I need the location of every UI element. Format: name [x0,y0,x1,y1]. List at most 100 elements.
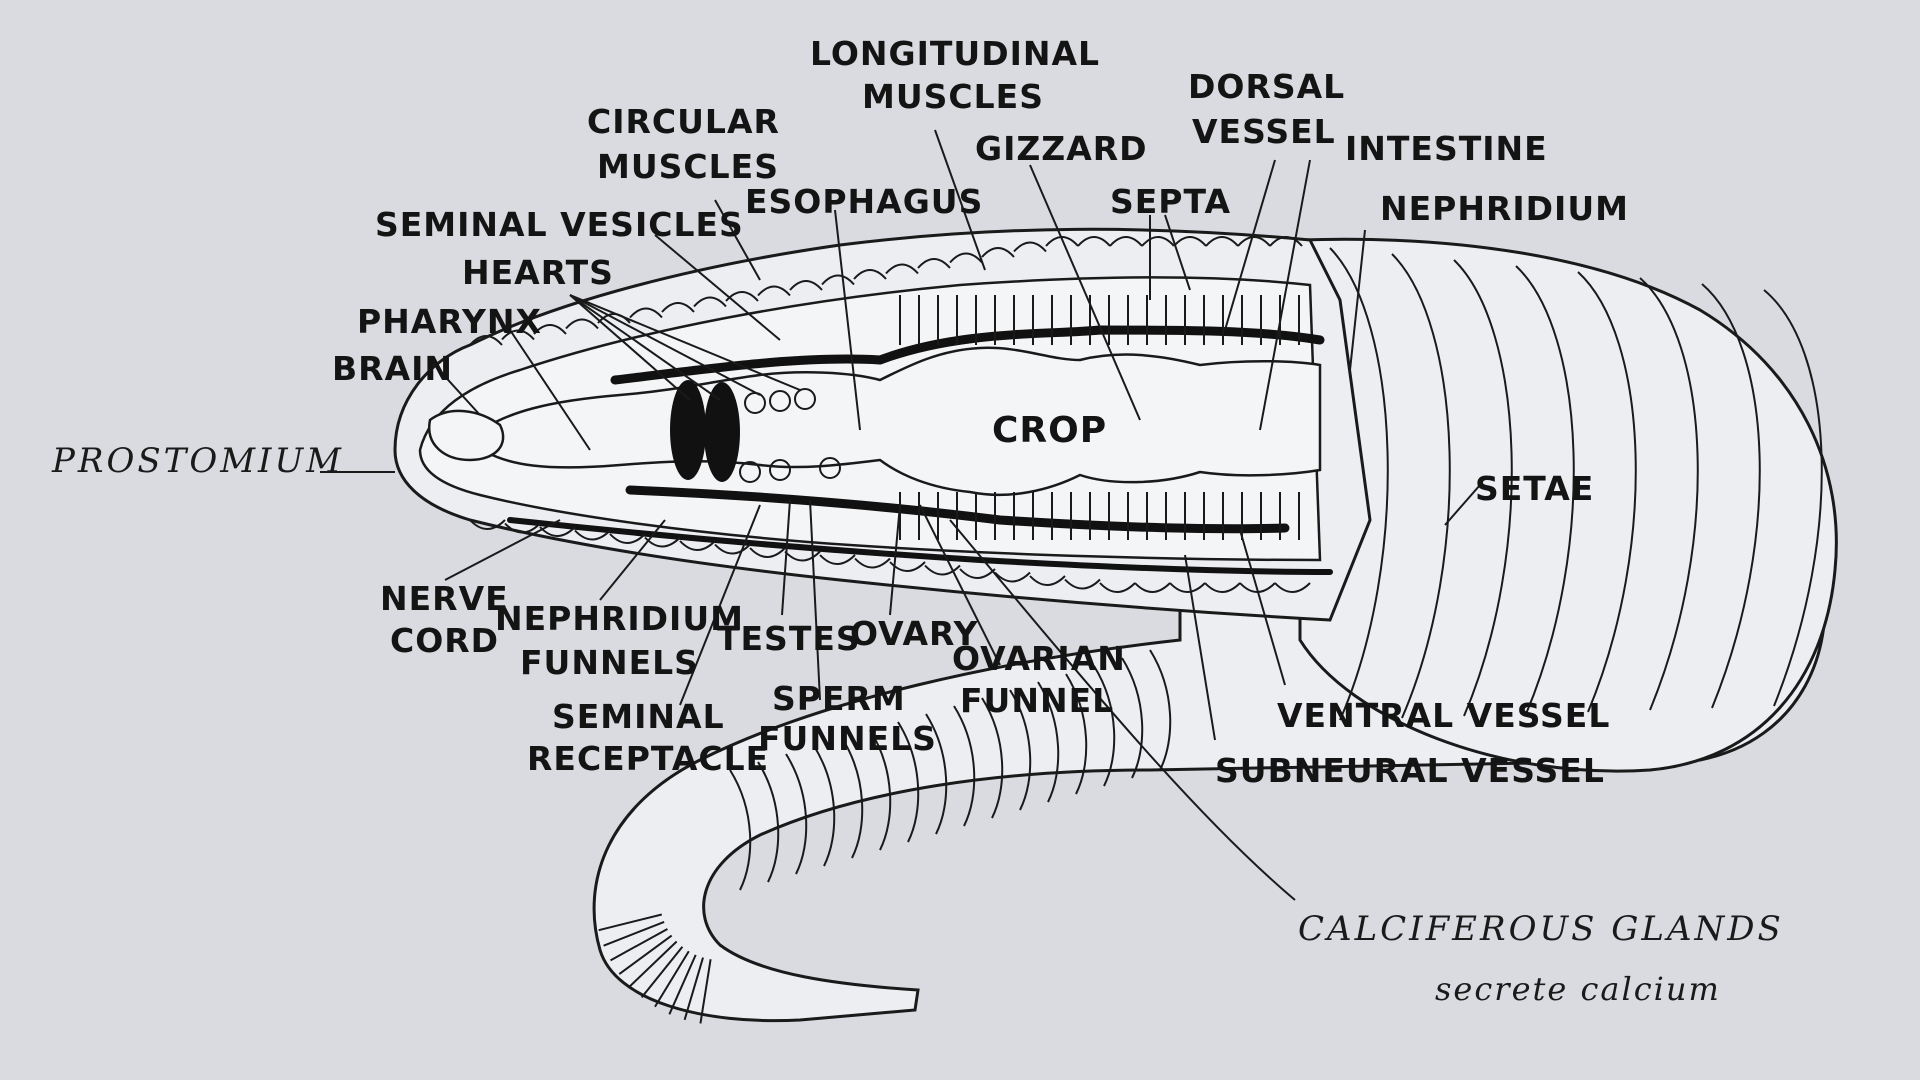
body-segment-ring [1763,289,1823,707]
body-wall-scallop [1141,236,1175,247]
leader-lines [320,129,1481,901]
label-seminal-vesicles: SEMINAL VESICLES [375,205,744,244]
label-nephridium: NEPHRIDIUM [1380,189,1629,228]
label-hearts: HEARTS [462,253,614,292]
label-dorsal-vessel-line2: VESSEL [1192,112,1336,151]
label-septa: SEPTA [1110,182,1231,221]
tail-segment-ring [785,753,808,875]
label-secrete-calcium: secrete calcium [1435,970,1721,1008]
tail-segment-ring [1065,673,1088,795]
worm-body-segments [1298,237,1838,773]
body-wall-scallop [501,329,535,341]
label-ventral-vessel: VENTRAL VESSEL [1277,696,1610,735]
body-wall-scallop [889,561,926,572]
label-longitudinal-muscles-line1: LONGITUDINAL [810,34,1100,73]
tail-coil-ring [618,934,673,975]
label-circular-muscles-line2: MUSCLES [597,147,779,186]
body-wall-scallop [1077,236,1111,247]
body-wall-scallop [1169,582,1206,593]
body-wall-scallop [629,307,663,319]
tail-coil-ring [603,920,665,947]
body-wall-scallop [725,291,759,302]
body-wall-scallop [949,252,983,264]
body-wall-scallop [1064,578,1101,590]
body-wall-scallop [757,285,791,297]
body-wall-scallop [1029,575,1066,586]
body-wall-scallop [661,302,695,313]
body-wall-scallop [821,274,855,286]
label-crop: CROP [992,410,1107,451]
body-wall-scallop [609,533,646,544]
body-wall-scallop [1013,241,1047,253]
body-wall-scallop [693,296,727,308]
label-circular-muscles-line1: CIRCULAR [587,102,780,141]
label-calciferous-glands: CALCIFEROUS GLANDS [1298,909,1784,949]
tail-segment-ring [1121,657,1144,779]
label-ovary: OVARY [850,614,979,653]
body-wall-scallop [565,318,599,330]
label-intestine: INTESTINE [1345,129,1548,168]
body-wall-scallop [917,258,951,269]
body-wall-scallop [1237,236,1271,247]
tail-coil-ring [598,913,663,932]
body-wall-scallop [574,529,611,541]
tail-segment-ring [925,713,948,835]
label-ovarian-funnel-line1: OVARIAN [952,639,1126,678]
body-wall-scallop [1204,582,1241,593]
labels: LONGITUDINAL MUSCLES DORSAL VESSEL CIRCU… [51,34,1784,1008]
tail-coil-ring [610,928,668,962]
body-segment-ring [1701,283,1761,709]
body-wall-scallop [924,564,961,576]
label-sperm-funnels-line1: SPERM [772,679,906,718]
body-wall-scallop [1134,582,1171,593]
body-wall-scallop [1269,236,1303,247]
tail-segment-ring [1149,649,1172,771]
tail-coil-ring [629,940,678,988]
body-wall-scallop [994,571,1031,583]
body-wall-scallop [853,269,887,280]
label-testes: TESTES [717,619,861,658]
label-nephridium-funnels-line2: FUNNELS [520,643,699,682]
body-segment-ring [1329,247,1389,721]
label-dorsal-vessel-line1: DORSAL [1188,67,1345,106]
body-wall-scallop [854,557,891,569]
tail-segment-ring [757,761,780,883]
body-wall-scallop [1173,236,1207,247]
body-wall-scallop [749,547,786,558]
label-longitudinal-muscles-line2: MUSCLES [862,77,1044,116]
body-segment-ring [1453,259,1513,717]
body-wall-scallop [679,540,716,551]
tail-coil-ring [668,954,697,1015]
label-nerve-cord-line2: CORD [390,621,499,660]
body-wall-scallop [1099,582,1136,593]
body-wall-scallop [819,554,856,565]
body-wall-scallop [784,550,821,562]
body-segment-ring [1577,271,1637,713]
tail-segment-ring [1037,681,1060,803]
tail-segment-ring [729,769,752,891]
tail-coil-ring [699,959,712,1024]
tail-segment-ring [981,697,1004,819]
tail-coil-ring [640,946,684,999]
body-wall-scallop [504,522,541,534]
body-wall-scallop [469,519,506,530]
body-wall-scallop [789,280,823,291]
label-pharynx: PHARYNX [357,302,542,341]
label-gizzard: GIZZARD [975,129,1148,168]
tail-segment-ring [813,745,836,867]
label-setae: SETAE [1475,469,1594,508]
body-wall-scallop [469,335,503,346]
label-prostomium: PROSTOMIUM [51,441,344,481]
label-esophagus: ESOPHAGUS [745,182,983,221]
tail-segment-ring [897,721,920,843]
label-sperm-funnels-line2: FUNNELS [758,719,937,758]
tail-coil-ring [654,950,690,1008]
tail-segment-ring [1009,689,1032,811]
body-wall-scallop [533,324,567,335]
tail-segment-ring [953,705,976,827]
label-ovarian-funnel-line2: FUNNEL [960,681,1114,720]
body-segment-ring [1515,265,1575,715]
body-wall-scallop [1109,236,1143,247]
label-subneural-vessel: SUBNEURAL VESSEL [1215,751,1605,790]
